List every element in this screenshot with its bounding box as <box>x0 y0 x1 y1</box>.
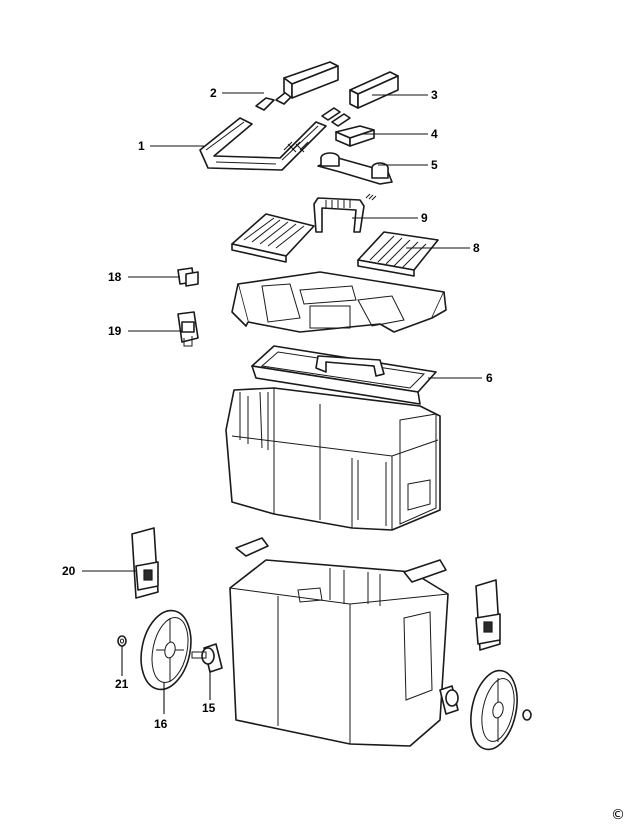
label-part-21: 21 <box>115 677 129 691</box>
top-organizer-tray <box>231 271 447 333</box>
part-9-carry-handle <box>313 193 377 233</box>
axle-bracket-right <box>439 685 459 715</box>
part-5-lock-mechanism <box>317 152 393 185</box>
label-part-2: 2 <box>210 86 217 100</box>
bottom-box-body <box>229 537 449 747</box>
top-box-body <box>225 387 441 531</box>
label-part-6: 6 <box>486 371 493 385</box>
part-18-clip <box>177 267 199 287</box>
label-part-20: 20 <box>62 564 76 578</box>
part-6-removable-tray <box>251 345 437 405</box>
label-part-8: 8 <box>473 241 480 255</box>
leader-lines <box>82 92 482 714</box>
part-19-latch-clip <box>177 311 199 347</box>
label-part-15: 15 <box>202 701 216 715</box>
part-4-latch-block <box>335 125 375 147</box>
label-part-9: 9 <box>421 211 428 225</box>
label-part-19: 19 <box>108 324 122 338</box>
wheel-right <box>470 669 518 751</box>
label-part-16: 16 <box>154 717 168 731</box>
washer-right <box>522 709 532 721</box>
copyright-symbol: © <box>611 807 625 823</box>
part-16-wheel-left <box>140 609 192 691</box>
label-part-18: 18 <box>108 270 122 284</box>
label-part-1: 1 <box>138 139 145 153</box>
part-2-connector <box>255 61 339 111</box>
part-1-telescopic-handle <box>199 117 327 171</box>
label-part-4: 4 <box>431 127 438 141</box>
part-21-washer <box>117 635 127 647</box>
part-3-upper-tube <box>321 71 399 127</box>
label-part-5: 5 <box>431 158 438 172</box>
part-15-axle-bracket <box>191 643 223 673</box>
label-part-3: 3 <box>431 88 438 102</box>
part-8-organizer-lids <box>231 213 439 277</box>
right-side-latch <box>475 579 501 651</box>
part-20-side-latch <box>131 527 159 599</box>
